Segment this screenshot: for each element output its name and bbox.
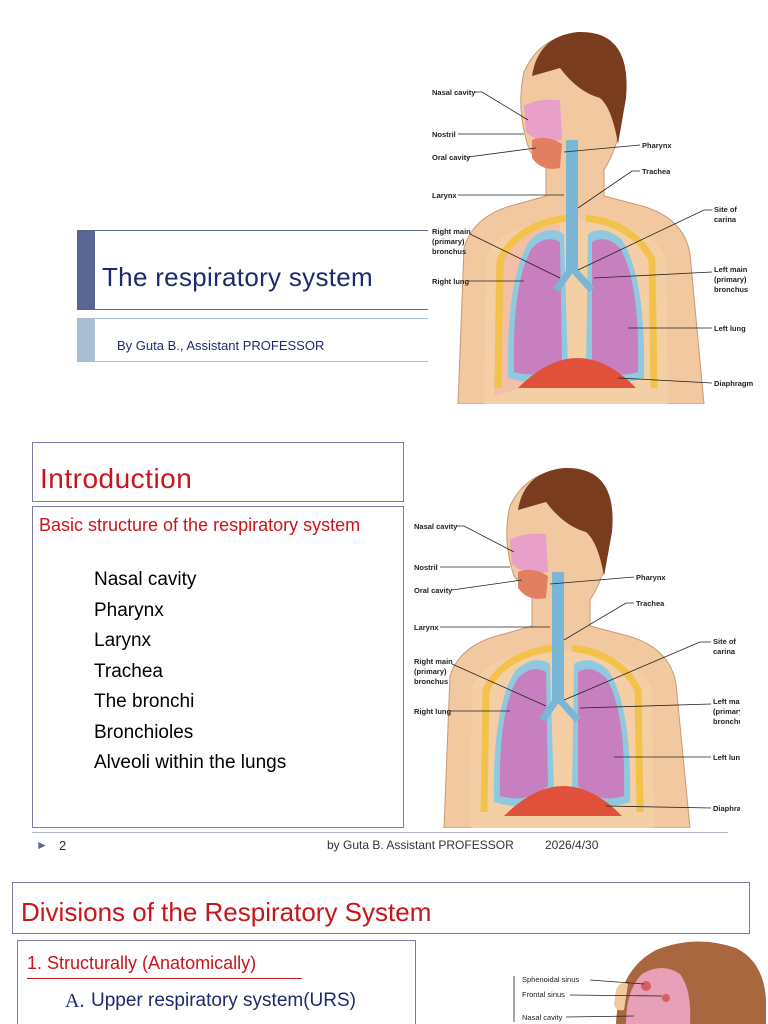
list-item: Nasal cavity [94,569,197,590]
svg-text:Trachea: Trachea [636,599,665,608]
svg-text:Diaphragm: Diaphragm [714,379,754,388]
slide3-body-box [17,940,416,1024]
slide2-title-box [32,442,404,502]
svg-text:Right main: Right main [432,227,471,236]
list-item: Pharynx [94,599,164,621]
head-labels: Sphenoidal sinus Frontal sinus Nasal cav… [513,975,663,1022]
svg-text:(primary): (primary) [713,707,740,716]
svg-text:Left lung: Left lung [714,324,746,333]
title-accent-bar [77,230,95,310]
diagram-labels: Nasal cavity Nostril Oral cavity Larynx … [414,522,740,813]
respiratory-system-illustration: Nasal cavity Nostril Oral cavity Larynx … [414,467,740,828]
rib-cage [480,644,644,813]
svg-text:Nostril: Nostril [432,130,456,139]
slide1-title: The respiratory system [102,262,374,292]
diagram-labels: Nasal cavity Nostril Oral cavity Larynx … [432,88,754,388]
rib-cage [494,214,658,389]
heading-underline [27,978,302,979]
svg-text:bronchus: bronchus [414,677,448,686]
svg-text:Left main: Left main [714,265,748,274]
slide3-heading: 1. Structurally (Anatomically) [27,953,257,973]
svg-text:Frontal sinus: Frontal sinus [522,990,565,999]
lungs [493,660,631,807]
title-bottom-rule [95,309,428,310]
svg-text:Nasal cavity: Nasal cavity [522,1013,563,1022]
slide3-title: Divisions of the Respiratory System [21,897,432,927]
svg-text:Oral cavity: Oral cavity [432,153,471,162]
diaphragm [518,358,636,388]
svg-text:carina: carina [714,215,737,224]
footer-date: 2026/4/30 [545,838,599,852]
torso-figure [457,31,705,404]
slide2-heading: Basic structure of the respiratory syste… [39,515,361,535]
list-item: Larynx [94,630,152,651]
svg-text:Sphenoidal sinus: Sphenoidal sinus [522,975,579,984]
list-item: Bronchioles [94,721,194,743]
svg-text:Site of: Site of [713,637,736,646]
svg-text:Left main: Left main [713,697,740,706]
svg-text:Nasal cavity: Nasal cavity [414,522,458,531]
footer-rule [32,832,728,833]
svg-text:Larynx: Larynx [414,623,439,632]
footer-author: by Guta B. Assistant PROFESSOR [327,838,514,852]
svg-text:bronchus: bronchus [714,285,748,294]
diaphragm [504,786,622,816]
title-top-rule [95,230,428,231]
subtitle-accent-bar [77,318,95,362]
item-text: Upper respiratory system(URS) [91,990,356,1011]
svg-text:Nasal cavity: Nasal cavity [432,88,476,97]
svg-text:Right lung: Right lung [432,277,469,286]
respiratory-system-illustration: Nasal cavity Nostril Oral cavity Larynx … [432,31,754,404]
svg-text:Nostril: Nostril [414,563,438,572]
svg-text:Diaphragm: Diaphragm [713,804,740,813]
svg-text:Site of: Site of [714,205,737,214]
torso-figure [443,467,691,828]
svg-text:carina: carina [713,647,736,656]
airway [524,99,595,293]
subtitle-bottom-rule [95,361,428,362]
list-item: Trachea [94,660,163,682]
svg-text:Right lung: Right lung [414,707,451,716]
slide1-subtitle: By Guta B., Assistant PROFESSOR [117,338,325,353]
list-item: The bronchi [94,691,195,712]
svg-text:Pharynx: Pharynx [636,573,666,582]
airway [510,533,581,723]
svg-text:Larynx: Larynx [432,191,457,200]
svg-text:Oral cavity: Oral cavity [414,586,453,595]
svg-text:(primary): (primary) [432,237,465,246]
svg-text:(primary): (primary) [714,275,747,284]
svg-text:Left lung: Left lung [713,753,740,762]
slide3-title-box [12,882,750,934]
slide-arrow-icon: ► [36,838,48,852]
svg-text:Right main: Right main [414,657,453,666]
svg-text:bronchus: bronchus [713,717,740,726]
svg-text:bronchus: bronchus [432,247,466,256]
svg-text:Trachea: Trachea [642,167,671,176]
slide2-title: Introduction [40,463,193,494]
head-section-illustration: Sphenoidal sinus Frontal sinus Nasal cav… [513,941,766,1024]
item-letter: A. [65,990,85,1012]
subtitle-top-rule [95,318,428,319]
svg-text:(primary): (primary) [414,667,447,676]
svg-text:Pharynx: Pharynx [642,141,672,150]
list-item: Alveoli within the lungs [94,752,287,773]
page-number: 2 [59,838,67,853]
slide2-body-box [32,506,404,828]
structure-list: Nasal cavity Pharynx Larynx Trachea The … [94,565,286,779]
